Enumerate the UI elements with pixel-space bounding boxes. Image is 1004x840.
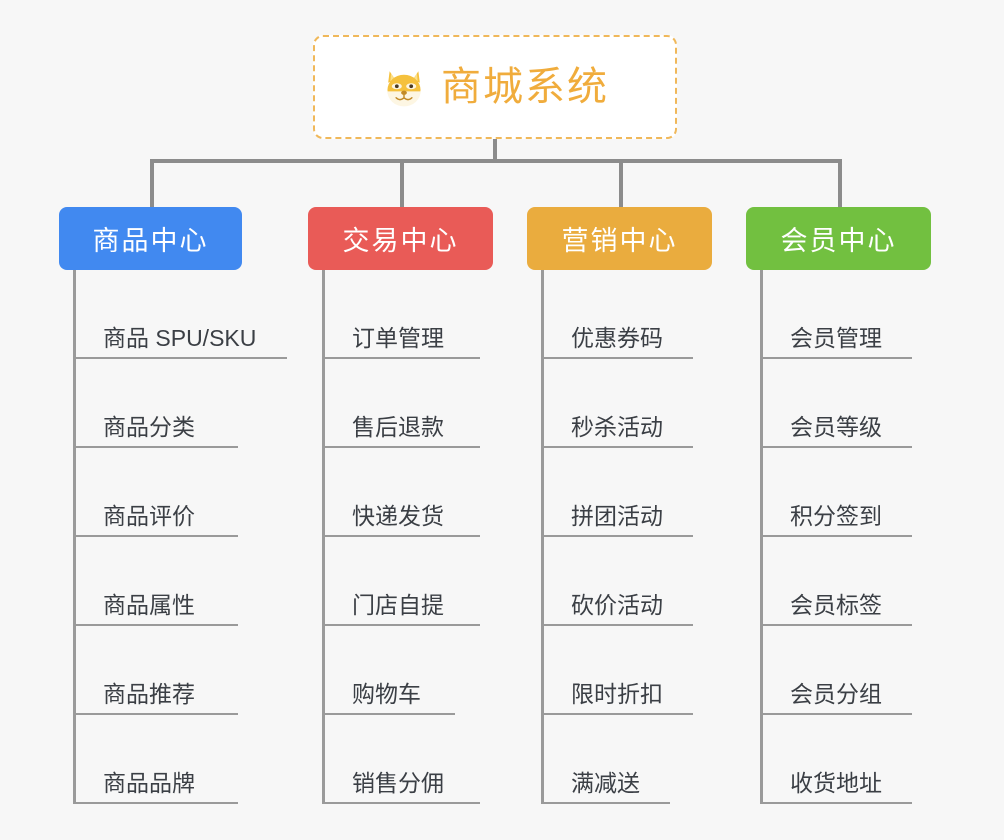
leaf-label: 秒杀活动 [571, 413, 663, 440]
leaf-item[interactable]: 商品分类 [73, 359, 238, 448]
category-header-label: 商品中心 [92, 226, 209, 256]
leaf-item[interactable]: 商品品牌 [73, 715, 238, 804]
leaf-label: 会员管理 [790, 324, 882, 351]
column-spine [541, 270, 544, 804]
connector-drop-trade-center [400, 159, 404, 207]
leaf-label: 商品评价 [103, 502, 195, 529]
leaf-item[interactable]: 优惠券码 [541, 270, 693, 359]
leaf-label: 商品品牌 [103, 769, 195, 796]
leaf-item[interactable]: 积分签到 [760, 448, 912, 537]
leaf-label: 积分签到 [790, 502, 882, 529]
connector-root-stem [493, 139, 497, 163]
category-header-marketing-center[interactable]: 营销中心 [527, 207, 712, 270]
leaf-label: 砍价活动 [571, 591, 663, 618]
leaf-item[interactable]: 售后退款 [322, 359, 480, 448]
leaf-label: 售后退款 [352, 413, 444, 440]
leaf-label: 优惠券码 [571, 324, 663, 351]
leaf-item[interactable]: 收货地址 [760, 715, 912, 804]
connector-drop-marketing-center [619, 159, 623, 207]
leaf-item[interactable]: 快递发货 [322, 448, 480, 537]
column-spine [322, 270, 325, 804]
leaf-label: 订单管理 [352, 324, 444, 351]
leaf-label: 拼团活动 [571, 502, 663, 529]
leaf-item[interactable]: 商品推荐 [73, 626, 238, 715]
category-header-label: 交易中心 [342, 226, 459, 256]
leaf-item[interactable]: 会员等级 [760, 359, 912, 448]
category-header-label: 营销中心 [561, 226, 678, 256]
leaf-item[interactable]: 购物车 [322, 626, 455, 715]
leaf-label: 会员标签 [790, 591, 882, 618]
leaf-label: 销售分佣 [352, 769, 444, 796]
leaf-label: 门店自提 [352, 591, 444, 618]
leaf-item[interactable]: 商品 SPU/SKU [73, 270, 287, 359]
leaf-item[interactable]: 拼团活动 [541, 448, 693, 537]
column-spine [73, 270, 76, 804]
leaf-item[interactable]: 砍价活动 [541, 537, 693, 626]
leaf-item[interactable]: 销售分佣 [322, 715, 480, 804]
leaf-label: 会员分组 [790, 680, 882, 707]
connector-drop-product-center [150, 159, 154, 207]
leaf-item[interactable]: 商品属性 [73, 537, 238, 626]
leaf-label: 会员等级 [790, 413, 882, 440]
shiba-dog-face-icon [381, 64, 427, 110]
leaf-item[interactable]: 会员标签 [760, 537, 912, 626]
category-header-trade-center[interactable]: 交易中心 [308, 207, 493, 270]
category-header-member-center[interactable]: 会员中心 [746, 207, 931, 270]
leaf-item[interactable]: 会员管理 [760, 270, 912, 359]
leaf-item[interactable]: 限时折扣 [541, 626, 693, 715]
leaf-label: 商品分类 [103, 413, 195, 440]
leaf-label: 商品 SPU/SKU [103, 324, 257, 351]
connector-drop-member-center [838, 159, 842, 207]
leaf-label: 收货地址 [790, 769, 882, 796]
leaf-label: 满减送 [571, 769, 640, 796]
leaf-item[interactable]: 订单管理 [322, 270, 480, 359]
leaf-item[interactable]: 满减送 [541, 715, 670, 804]
leaf-label: 快递发货 [352, 502, 444, 529]
connector-horizontal-bus [150, 159, 842, 163]
leaf-item[interactable]: 秒杀活动 [541, 359, 693, 448]
leaf-label: 限时折扣 [571, 680, 663, 707]
category-header-label: 会员中心 [780, 226, 897, 256]
root-title: 商城系统 [441, 65, 609, 109]
leaf-label: 商品属性 [103, 591, 195, 618]
root-node[interactable]: 商城系统 [313, 35, 677, 139]
leaf-label: 购物车 [352, 680, 421, 707]
leaf-item[interactable]: 商品评价 [73, 448, 238, 537]
leaf-item[interactable]: 门店自提 [322, 537, 480, 626]
category-header-product-center[interactable]: 商品中心 [59, 207, 242, 270]
column-spine [760, 270, 763, 804]
leaf-item[interactable]: 会员分组 [760, 626, 912, 715]
leaf-label: 商品推荐 [103, 680, 195, 707]
